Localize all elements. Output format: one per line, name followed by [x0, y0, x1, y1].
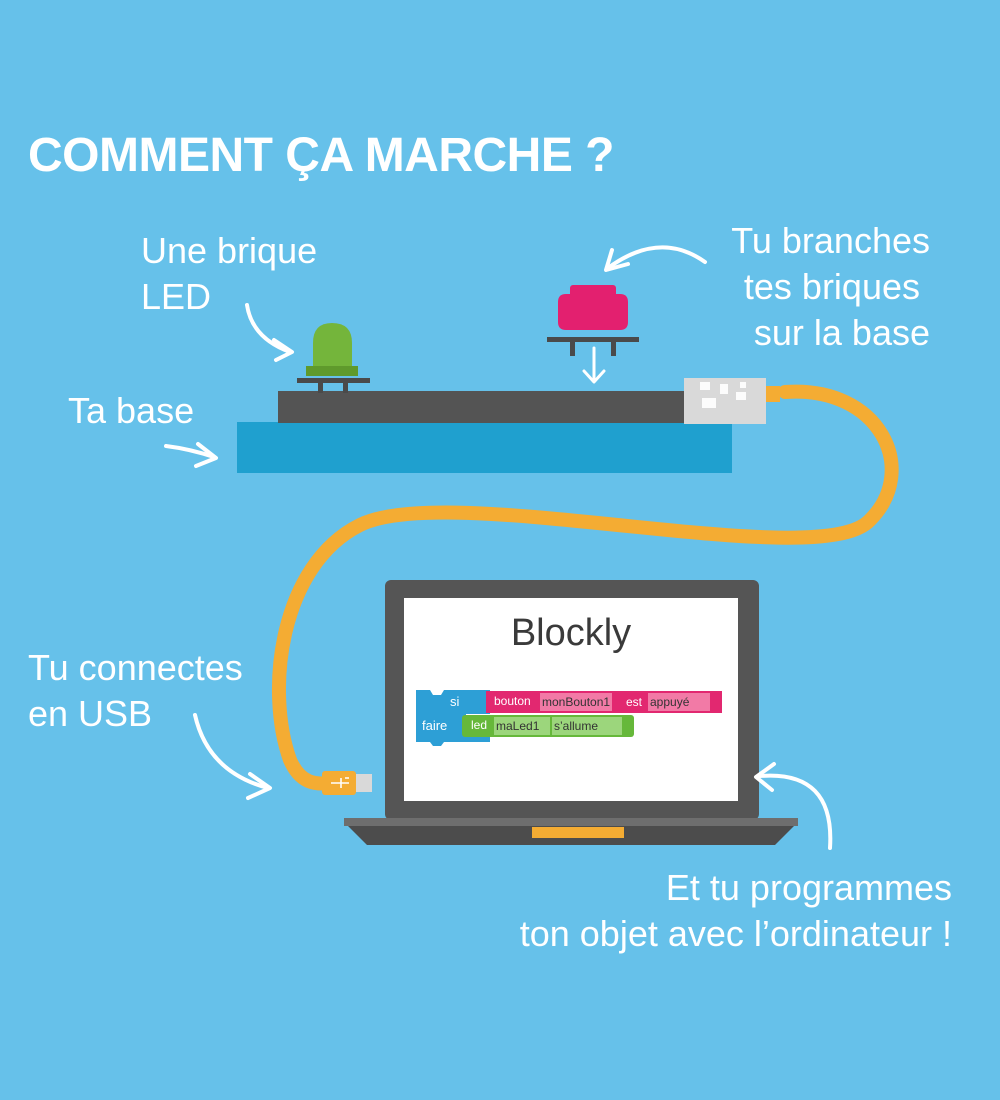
- block-if-type: bouton: [494, 694, 531, 708]
- block-if-verb: est: [626, 695, 643, 709]
- label-program-line-1: Et tu programmes: [665, 867, 952, 908]
- screen-title: Blockly: [510, 612, 632, 654]
- arrow-base-icon: [164, 442, 218, 468]
- label-base: Ta base: [68, 390, 195, 431]
- down-arrow-icon: [582, 346, 606, 384]
- label-program-line-2: ton objet avec l’ordinateur !: [519, 913, 952, 954]
- block-do-type: led: [471, 718, 488, 732]
- label-usb-line-2: en USB: [28, 693, 153, 734]
- label-branch-line-3: sur la base: [753, 312, 930, 353]
- label-branch: Tu branches tes briques sur la base: [690, 218, 930, 356]
- block-if-state: appuyé: [648, 693, 710, 711]
- label-usb: Tu connectes en USB: [28, 645, 243, 737]
- block-if-name: monBouton1: [540, 693, 613, 711]
- label-branch-line-2: tes briques: [743, 266, 920, 307]
- usb-plug-icon: [322, 771, 372, 795]
- block-if-keyword: si: [450, 694, 460, 709]
- block-do-action: s’allume: [552, 717, 622, 735]
- led-brick-icon: [297, 323, 370, 393]
- label-led-line-2: LED: [141, 276, 212, 317]
- page-title: COMMENT ÇA MARCHE ?: [28, 129, 615, 182]
- button-brick-icon: [547, 285, 639, 356]
- arrow-branch-icon: [604, 245, 707, 272]
- label-branch-line-1: Tu branches: [731, 220, 930, 261]
- arrow-usb-icon: [193, 713, 272, 800]
- base-plate: [237, 422, 732, 473]
- block-do-name: maLed1: [494, 717, 550, 735]
- usb-cable: [271, 384, 899, 791]
- usb-port: [684, 378, 780, 424]
- label-led-brick: Une brique LED: [141, 228, 317, 320]
- block-do-keyword: faire: [422, 718, 448, 733]
- label-led-line-1: Une brique: [141, 230, 318, 271]
- label-usb-line-1: Tu connectes: [28, 647, 243, 688]
- arrow-led-icon: [245, 303, 294, 362]
- board: [278, 391, 690, 423]
- label-program: Et tu programmes ton objet avec l’ordina…: [430, 865, 952, 957]
- arrow-program-icon: [754, 762, 833, 850]
